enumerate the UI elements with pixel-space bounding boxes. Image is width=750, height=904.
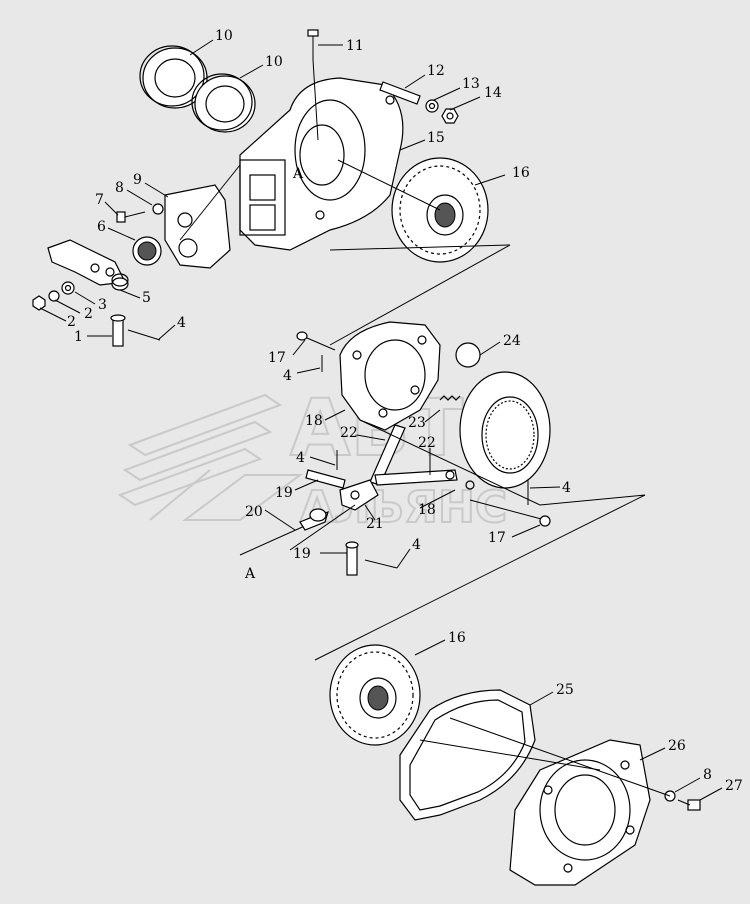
callout-11: 11 (346, 38, 364, 54)
callout-7: 7 (95, 192, 104, 208)
callout-2: 2 (67, 314, 76, 330)
middle-assembly (239, 321, 646, 661)
callout-19: 19 (275, 485, 293, 501)
callout-4: 4 (177, 315, 186, 331)
bearing-ring (191, 73, 256, 133)
callout-18: 18 (418, 502, 436, 518)
bracket (164, 184, 231, 269)
watermark-logo-icon (117, 393, 303, 521)
callout-17: 17 (268, 350, 286, 366)
washer (425, 99, 439, 113)
boot (132, 236, 162, 266)
bottom-assembly (329, 644, 701, 886)
callout-19: 19 (293, 546, 311, 562)
callout-18: 18 (305, 413, 323, 429)
callout-1: 1 (74, 329, 83, 345)
pin (305, 469, 346, 489)
nut (441, 108, 459, 124)
callout-6: 6 (97, 219, 106, 235)
axis-mark-top: A (292, 166, 304, 182)
callout-10: 10 (215, 28, 233, 44)
pin (469, 499, 551, 527)
pin (296, 331, 336, 351)
callout-12: 12 (427, 63, 445, 79)
driven-plate (459, 371, 551, 490)
washer (152, 203, 164, 215)
yoke (339, 479, 379, 511)
callout-leaders (39, 39, 723, 801)
callout-4: 4 (283, 368, 292, 384)
friction-disc (329, 644, 421, 746)
callout-22: 22 (340, 425, 358, 441)
callout-25: 25 (556, 682, 574, 698)
fork-lever (47, 239, 126, 286)
callout-26: 26 (668, 738, 686, 754)
spring (439, 395, 461, 401)
callout-3: 3 (98, 297, 107, 313)
callout-9: 9 (133, 172, 142, 188)
callout-14: 14 (484, 85, 502, 101)
callout-5: 5 (142, 290, 151, 306)
callout-8: 8 (703, 767, 712, 783)
nut (32, 295, 46, 311)
rod (239, 508, 329, 556)
callout-23: 23 (408, 415, 426, 431)
ball (455, 342, 481, 368)
callout-4: 4 (562, 480, 571, 496)
cotter-pin (364, 559, 398, 569)
callout-20: 20 (245, 504, 263, 520)
axis-mark-bottom: A (244, 566, 256, 582)
callout-21: 21 (366, 516, 384, 532)
cover (509, 739, 651, 886)
bolt (677, 799, 701, 811)
callout-labels: 10 10 11 12 13 14 15 16 9 8 7 6 5 3 2 2 … (67, 28, 743, 794)
washer (61, 281, 75, 295)
bearing-ring (139, 45, 208, 109)
bolt (307, 29, 319, 60)
pin (110, 314, 126, 347)
callout-22: 22 (418, 435, 436, 451)
callout-10: 10 (265, 54, 283, 70)
pin (345, 541, 359, 576)
callout-4: 4 (296, 450, 305, 466)
cotter-pin (127, 329, 161, 341)
callout-27: 27 (725, 778, 743, 794)
callout-13: 13 (462, 76, 480, 92)
clutch-housing (239, 77, 404, 251)
top-assembly (32, 29, 511, 347)
callout-2: 2 (84, 306, 93, 322)
callout-4: 4 (412, 537, 421, 553)
watermark-line2: АЛЬЯНС (300, 482, 507, 533)
pressure-plate (339, 321, 441, 431)
callout-16: 16 (512, 165, 530, 181)
lever (374, 469, 458, 486)
bolt (116, 211, 146, 223)
callout-16: 16 (448, 630, 466, 646)
washer (48, 290, 60, 302)
callout-8: 8 (115, 180, 124, 196)
gasket (399, 689, 536, 821)
callout-17: 17 (488, 530, 506, 546)
stud (379, 81, 421, 105)
callout-24: 24 (503, 333, 521, 349)
callout-15: 15 (427, 130, 445, 146)
